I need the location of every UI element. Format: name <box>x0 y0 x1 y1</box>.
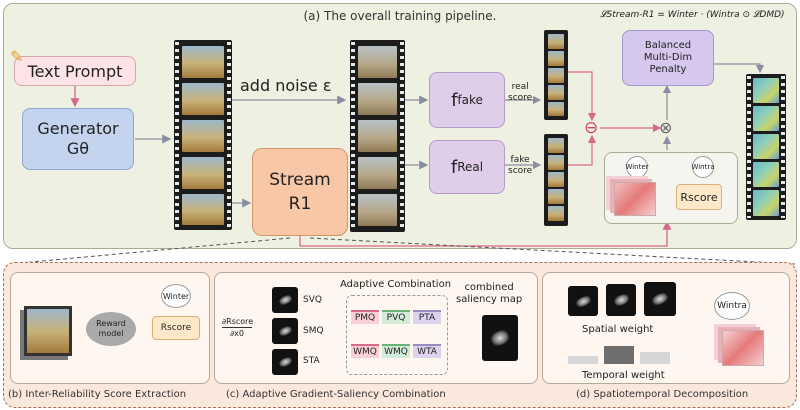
balanced-penalty-box: Balanced Multi-Dim Penalty <box>622 30 714 86</box>
heatmap-stack-icon <box>614 182 656 216</box>
minus-operator-icon: ⊖ <box>584 118 599 138</box>
p-ta-chip: PTA <box>413 310 441 324</box>
w-mq-chip-2: WMQ <box>382 344 410 358</box>
loss-formula: 𝓛Stream-R1 = Winter · (Wintra ⊙ 𝓛DMD) <box>600 10 785 20</box>
reward-model-box: Reward model <box>86 312 136 346</box>
generator-symbol: Gθ <box>66 139 90 158</box>
w-intra-heatmap-stack <box>722 330 764 366</box>
temporal-bar-2 <box>604 346 634 364</box>
r-score-text: Rscore <box>680 190 718 204</box>
p-vq-chip: PVQ <box>382 310 410 324</box>
saliency-mq-thumbnail <box>272 318 298 344</box>
temporal-bar-1 <box>568 356 598 364</box>
panel-c-caption: (c) Adaptive Gradient-Saliency Combinati… <box>226 389 446 400</box>
p-vq-label: PVQ <box>386 313 406 323</box>
spatial-weight-label: Spatial weight <box>582 324 654 335</box>
f-fake-main: f <box>451 89 458 111</box>
p-ta-label: PTA <box>418 313 436 323</box>
r-score-box: Rscore <box>676 184 722 210</box>
real-score-filmstrip <box>544 30 568 120</box>
saliency-ta-thumbnail <box>272 349 298 375</box>
r1-label: R1 <box>288 194 312 214</box>
rscore-box: Rscore <box>152 316 200 340</box>
w-intra-text: Wintra <box>691 163 715 171</box>
panel-b-caption: (b) Inter-Reliability Score Extraction <box>8 389 187 400</box>
spatial-map-3 <box>644 282 676 316</box>
text-prompt-label: Text Prompt <box>27 61 123 81</box>
panel-a-title: (a) The overall training pipeline. <box>303 9 497 23</box>
rscore-label: Rscore <box>160 323 192 333</box>
gradient-denominator: ∂x0 <box>230 329 244 338</box>
spatial-map-1 <box>568 286 598 316</box>
noisy-video-filmstrip <box>350 40 405 232</box>
w-ta-label: WTA <box>417 347 437 357</box>
stream-label: Stream <box>269 170 331 190</box>
temporal-weight-label: Temporal weight <box>582 370 665 381</box>
stream-r1-box: Stream R1 <box>252 148 348 236</box>
panel-b-w-inter-badge: Winter <box>161 284 191 308</box>
w-ta-chip: WTA <box>413 344 441 358</box>
w-inter-badge: Winter <box>625 156 649 178</box>
f-real-sub: Real <box>457 160 484 174</box>
gradient-numerator: ∂Rscore <box>222 317 254 328</box>
p-mq-label: PMQ <box>354 313 376 323</box>
adaptive-combination-title: Adaptive Combination <box>340 279 452 290</box>
w-mq-chip: WMQ <box>351 344 379 358</box>
saliency-vq-thumbnail <box>272 287 298 313</box>
adaptive-combination-box <box>346 295 448 375</box>
pencil-icon: ✎ <box>10 47 24 66</box>
w-mq-label-1: WMQ <box>353 347 377 357</box>
generator-box: Generator Gθ <box>22 108 134 170</box>
fake-score-filmstrip <box>544 134 568 226</box>
generated-video-filmstrip <box>174 40 232 230</box>
panel-d-caption: (d) Spatiotemporal Decomposition <box>576 389 749 400</box>
w-mq-label-2: WMQ <box>384 347 408 357</box>
times-operator-icon: ⊗ <box>659 118 673 137</box>
w-inter-text: Winter <box>625 163 649 171</box>
panel-d-w-intra-badge: Wintra <box>714 292 750 320</box>
penalty-label: Balanced Multi-Dim Penalty <box>643 40 693 75</box>
gradient-fraction: ∂Rscore ∂x0 <box>222 316 254 339</box>
f-fake-sub: fake <box>457 93 483 107</box>
output-heatmap-filmstrip <box>746 74 786 220</box>
spatial-map-2 <box>606 284 636 316</box>
panel-b-video-icon <box>24 306 72 356</box>
fake-score-label: fake score <box>508 155 533 176</box>
p-mq-chip: PMQ <box>351 310 379 324</box>
text-prompt-box: Text Prompt <box>14 56 136 86</box>
combined-saliency-label: combined saliency map <box>456 282 523 305</box>
s-vq-label: SVQ <box>303 295 322 305</box>
real-score-label: real score <box>508 82 533 103</box>
add-noise-label: add noise ε <box>240 76 332 95</box>
s-ta-label: STA <box>303 356 320 366</box>
panel-b-w-inter-text: Winter <box>162 291 190 301</box>
generator-label: Generator <box>37 119 119 138</box>
panel-d-w-intra-text: Wintra <box>717 301 747 311</box>
temporal-bar-3 <box>640 352 670 364</box>
reward-model-label: Reward model <box>96 319 126 338</box>
f-real-main: f <box>450 156 458 178</box>
combined-saliency-map <box>482 315 518 361</box>
s-mq-label: SMQ <box>303 326 324 336</box>
w-intra-badge: Wintra <box>691 156 715 178</box>
